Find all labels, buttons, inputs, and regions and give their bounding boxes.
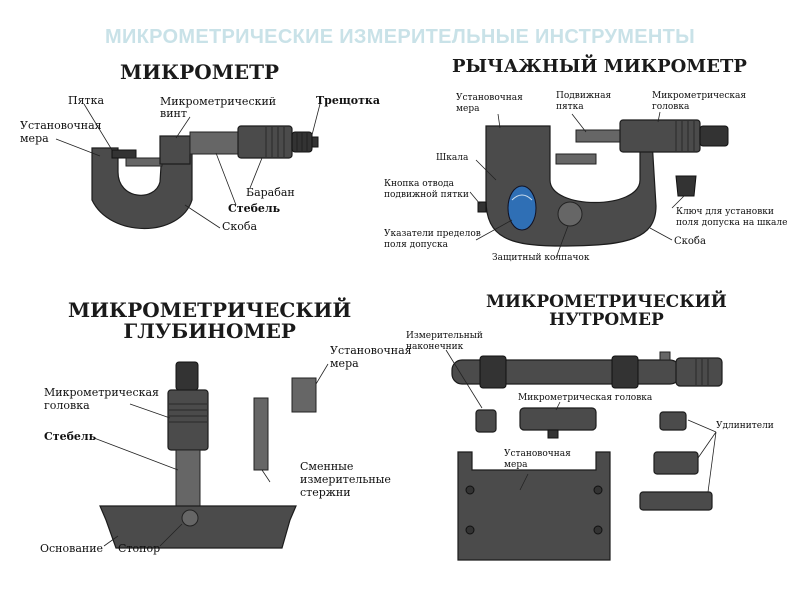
micrometer-setting-gauge [125, 157, 163, 167]
lever-micrometer-protective-cap [557, 201, 583, 227]
bore-gauge-tip [475, 409, 497, 433]
bg-label-gauge-line2: мера [504, 460, 528, 470]
bore-gauge-knurl [695, 359, 709, 385]
slide-title: МИКРОМЕТРИЧЕСКИЕ ИЗМЕРИТЕЛЬНЫЕ ИНСТРУМЕН… [105, 26, 695, 48]
micrometer-title: МИКРОМЕТР [120, 60, 279, 84]
bg-label-tip-line1: Измерительный [406, 331, 483, 341]
lever-micrometer-knurl [675, 121, 695, 151]
micrometer-stem [189, 131, 239, 155]
label-setting-gauge-line2: мера [20, 132, 49, 145]
depth-gauge-head [167, 389, 209, 451]
depth-gauge-stem [175, 449, 201, 507]
bg-label-gauge-line1: Установочная [504, 449, 571, 459]
bore-gauge-leaders [445, 349, 717, 493]
lm-label-frame: Скоба [674, 236, 706, 247]
bore-gauge-drawing: Измерительный наконечник Микрометрическа… [406, 331, 774, 561]
dg-label-gauge-line1: Установочная [330, 344, 412, 357]
label-setting-gauge-line1: Установочная [20, 119, 102, 132]
lm-label-movable-heel-line1: Подвижная [556, 91, 612, 101]
depth-gauge-ratchet [175, 361, 199, 391]
depth-gauge-knurl [169, 403, 207, 423]
bg-label-extensions: Удлинители [716, 421, 774, 431]
label-heel: Пятка [68, 94, 104, 107]
micrometer-screw-housing [159, 135, 191, 165]
micrometer-leaders [55, 103, 321, 229]
bore-gauge-clamp [659, 351, 671, 361]
dg-label-rods-line2: измерительные [300, 473, 391, 486]
dg-label-stem: Стебель [44, 430, 97, 443]
bore-gauge-title-line1: МИКРОМЕТРИЧЕСКИЙ [486, 292, 727, 312]
lm-label-key-line2: поля допуска на шкале [676, 218, 787, 228]
depth-gauge-rod [253, 397, 269, 471]
bore-gauge-extension-2 [653, 451, 699, 475]
lever-micrometer-release-button [477, 201, 487, 213]
lever-micrometer-leaders [469, 111, 685, 259]
lm-label-button-line2: подвижной пятки [384, 190, 469, 200]
lm-label-movable-heel-line2: пятка [556, 102, 584, 112]
lever-micrometer-title: РЫЧАЖНЫЙ МИКРОМЕТР [452, 56, 747, 77]
lm-label-button-line1: Кнопка отвода [384, 179, 455, 189]
micrometer-ratchet-cap [311, 136, 319, 148]
dg-label-head-line1: Микрометрическая [44, 386, 159, 399]
depth-gauge-title: МИКРОМЕТРИЧЕСКИЙ ГЛУБИНОМЕР [68, 300, 351, 342]
micrometer-knurl [265, 127, 308, 157]
scale-arc [511, 194, 533, 201]
bore-gauge-collar-left [479, 355, 507, 389]
bore-gauge-title: МИКРОМЕТРИЧЕСКИЙ НУТРОМЕР [486, 292, 727, 330]
lm-label-head-line1: Микрометрическая [652, 91, 746, 101]
dg-label-head-line2: головка [44, 399, 90, 412]
bore-gauge-extension-3 [639, 491, 713, 511]
label-drum: Барабан [246, 186, 295, 199]
lever-micrometer-ratchet [699, 125, 729, 147]
lm-label-tolerance-line2: поля допуска [384, 240, 449, 250]
bore-gauge-head [519, 407, 597, 431]
dg-label-base: Основание [40, 542, 103, 555]
micrometer-drawing: Пятка Микрометрический винт Трещотка Уст… [20, 94, 380, 233]
label-screw-line1: Микрометрический [160, 95, 276, 108]
lm-label-head-line2: головка [652, 102, 690, 112]
bg-label-head: Микрометрическая головка [518, 393, 653, 403]
dg-label-stopper: Стопор [118, 542, 160, 555]
micrometer-anvil [111, 149, 137, 159]
bg-label-tip-line2: наконечник [406, 342, 464, 352]
label-screw-line2: винт [160, 107, 187, 120]
lever-micrometer-key [675, 175, 697, 197]
depth-gauge-leaders [93, 363, 329, 547]
lever-micrometer-drawing: Установочная мера Подвижная пятка Микром… [384, 91, 787, 263]
label-stem: Стебель [228, 202, 281, 215]
lm-label-key-line1: Ключ для установки [676, 207, 774, 217]
bore-gauge-collar-right [611, 355, 639, 389]
lm-label-setting-gauge-line2: мера [456, 104, 480, 114]
depth-gauge-base [99, 505, 297, 549]
dg-label-rods-line3: стержни [300, 486, 351, 499]
lm-label-tolerance-line1: Указатели пределов [384, 229, 481, 239]
bolt-3 [593, 485, 603, 495]
lever-micrometer-movable-heel [575, 129, 621, 143]
bore-gauge-head-assembled [675, 357, 723, 387]
dg-label-rods-line1: Сменные [300, 460, 353, 473]
bore-gauge-head-lock [547, 429, 559, 439]
depth-gauge-stopper [181, 509, 199, 527]
lever-micrometer-scale-window [507, 185, 537, 231]
lever-micrometer-setting-gauge [555, 153, 597, 165]
lm-label-scale: Шкала [436, 153, 469, 163]
bore-gauge-extension-1 [659, 411, 687, 431]
depth-gauge-drawing: Микрометрическая головка Стебель Установ… [40, 344, 412, 555]
bolt-2 [465, 525, 475, 535]
depth-gauge-title-line2: ГЛУБИНОМЕР [123, 319, 296, 343]
depth-gauge-setting-gauge [291, 377, 317, 413]
label-ratchet: Трещотка [316, 94, 380, 107]
bolt-4 [593, 525, 603, 535]
micrometer-frame [91, 147, 193, 229]
lm-label-cap: Защитный колпачок [492, 253, 590, 263]
lm-label-setting-gauge-line1: Установочная [456, 93, 523, 103]
bolt-1 [465, 485, 475, 495]
label-frame: Скоба [222, 220, 258, 233]
bore-gauge-title-line2: НУТРОМЕР [549, 309, 664, 330]
dg-label-gauge-line2: мера [330, 357, 359, 370]
depth-gauge-title-line1: МИКРОМЕТРИЧЕСКИЙ [68, 298, 352, 322]
bore-gauge-setting-gauge [457, 451, 611, 561]
